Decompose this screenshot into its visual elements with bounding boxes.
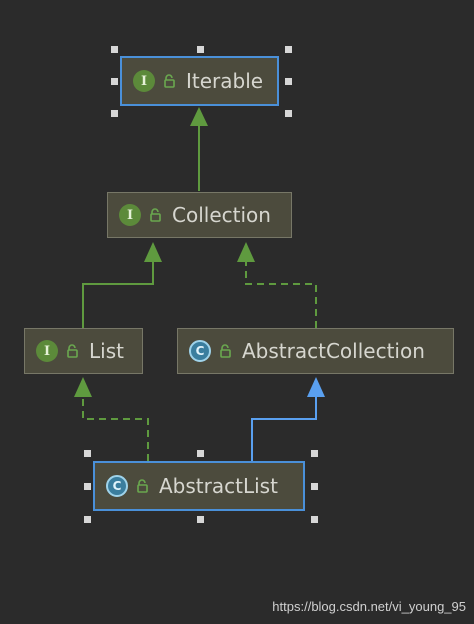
resize-handle-n[interactable] <box>197 46 204 53</box>
node-label: AbstractCollection <box>242 339 425 363</box>
resize-handle-w[interactable] <box>84 483 91 490</box>
interface-icon: I <box>36 340 58 362</box>
edge-abstractlist-implements-list <box>74 377 149 461</box>
resize-handle-sw[interactable] <box>111 110 118 117</box>
open-lock-icon <box>219 344 232 358</box>
resize-handle-ne[interactable] <box>285 46 292 53</box>
node-collection[interactable]: I Collection <box>107 192 292 238</box>
open-lock-icon <box>136 479 149 493</box>
node-label: Iterable <box>186 69 264 93</box>
resize-handle-w[interactable] <box>111 78 118 85</box>
node-label: AbstractList <box>159 474 278 498</box>
open-lock-icon <box>163 74 176 88</box>
node-label: Collection <box>172 203 271 227</box>
edge-abstractcollection-implements-collection <box>237 242 317 328</box>
watermark-url: https://blog.csdn.net/vi_young_95 <box>272 599 466 614</box>
edge-abstractlist-extends-abstractcollection <box>251 377 325 461</box>
edge-list-extends-collection <box>82 242 162 328</box>
node-list[interactable]: I List <box>24 328 143 374</box>
resize-handle-e[interactable] <box>311 483 318 490</box>
resize-handle-ne[interactable] <box>311 450 318 457</box>
resize-handle-e[interactable] <box>285 78 292 85</box>
node-iterable[interactable]: I Iterable <box>120 56 279 106</box>
resize-handle-nw[interactable] <box>111 46 118 53</box>
node-label: List <box>89 339 124 363</box>
node-abstractcollection[interactable]: C AbstractCollection <box>177 328 454 374</box>
open-lock-icon <box>66 344 79 358</box>
resize-handle-nw[interactable] <box>84 450 91 457</box>
edge-collection-extends-iterable <box>190 107 208 191</box>
node-abstractlist[interactable]: C AbstractList <box>93 461 305 511</box>
interface-icon: I <box>133 70 155 92</box>
resize-handle-n[interactable] <box>197 450 204 457</box>
class-icon: C <box>189 340 211 362</box>
resize-handle-se[interactable] <box>311 516 318 523</box>
resize-handle-se[interactable] <box>285 110 292 117</box>
open-lock-icon <box>149 208 162 222</box>
class-icon: C <box>106 475 128 497</box>
resize-handle-s[interactable] <box>197 516 204 523</box>
resize-handle-sw[interactable] <box>84 516 91 523</box>
interface-icon: I <box>119 204 141 226</box>
